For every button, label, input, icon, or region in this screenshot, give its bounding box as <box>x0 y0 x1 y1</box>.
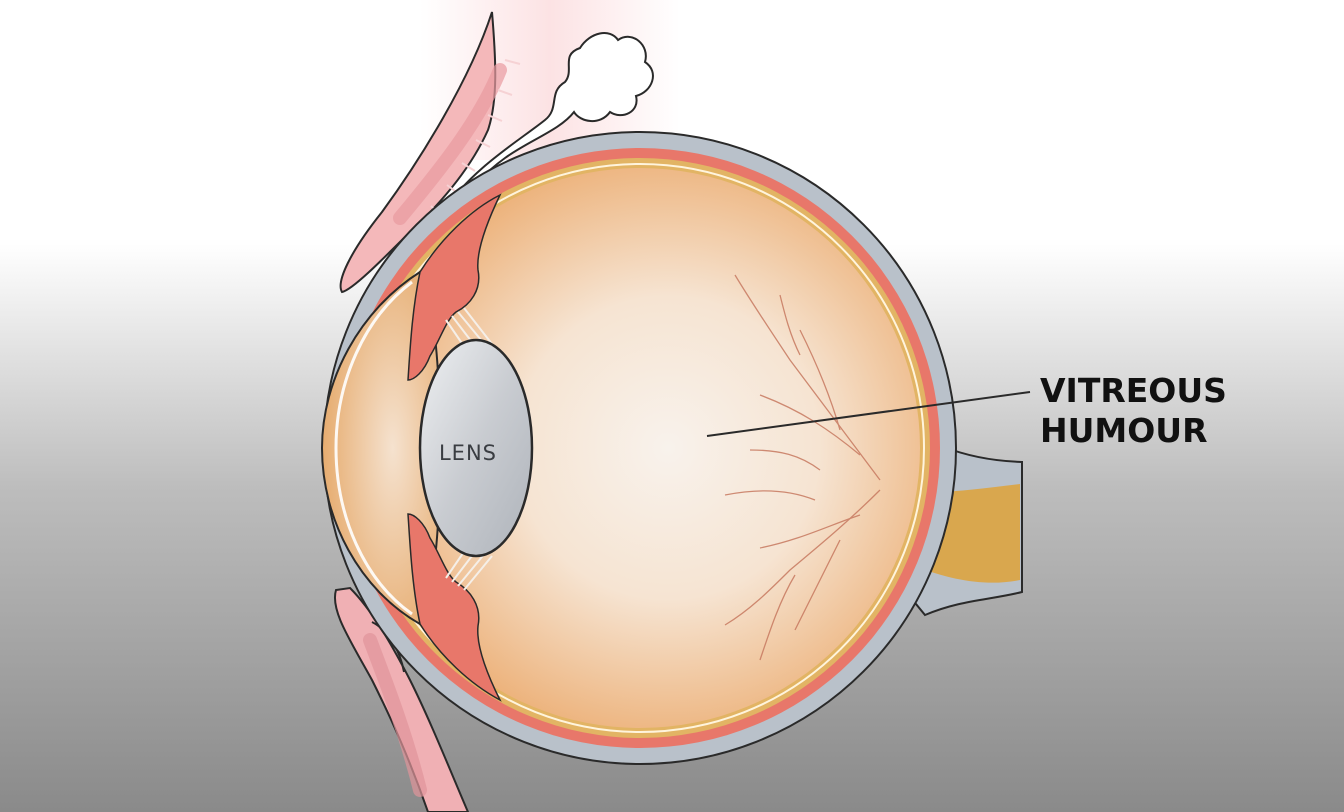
vitreous-label-line1: VITREOUS <box>1040 371 1227 410</box>
lens-label: LENS <box>439 441 497 465</box>
vitreous-label-line2: HUMOUR <box>1040 411 1208 450</box>
